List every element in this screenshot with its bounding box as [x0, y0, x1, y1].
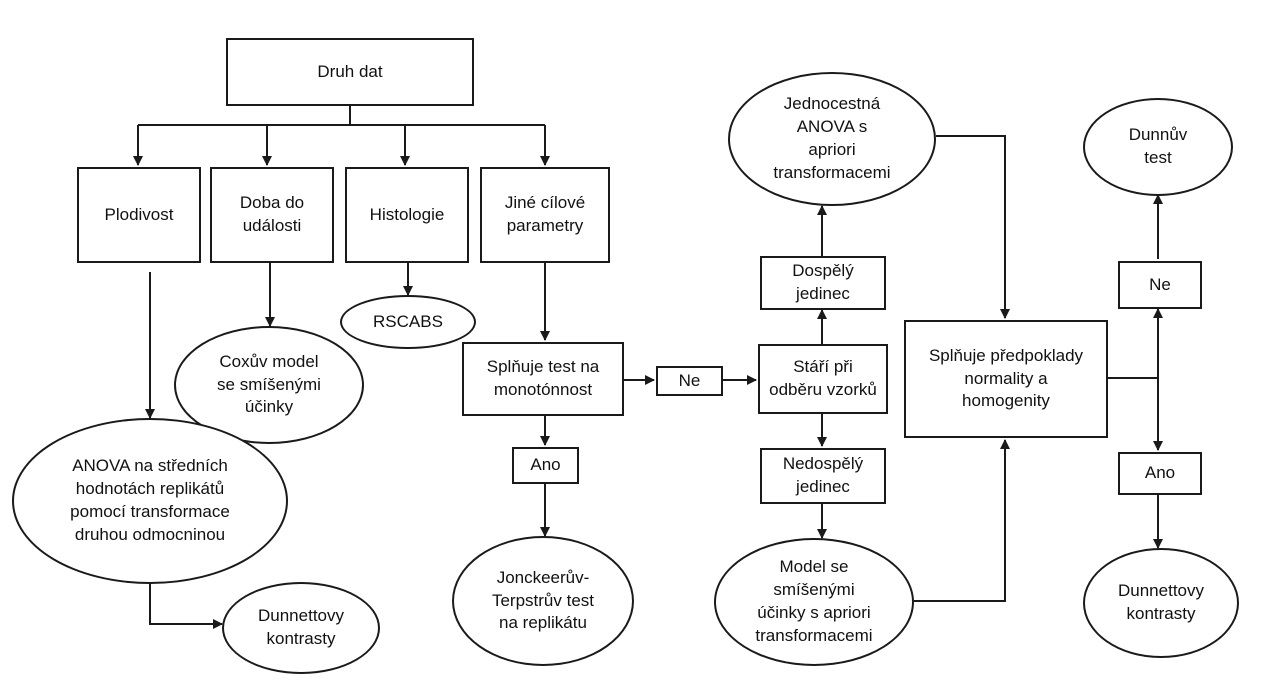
arrow	[149, 583, 223, 629]
rscabs-oval: RSCABS	[340, 295, 476, 349]
jonckeeruv-terpstruv-oval: Jonckeerův- Terpstrův test na replikátu	[452, 536, 634, 666]
arrow	[914, 439, 1010, 602]
doba-do-udalosti-box: Doba do události	[210, 167, 334, 263]
ne-middle-box: Ne	[656, 366, 723, 396]
ano-right-box: Ano	[1118, 452, 1202, 495]
jine-cilove-parametry-box: Jiné cílové parametry	[480, 167, 610, 263]
dunnettovy-kontrasty-left-oval: Dunnettovy kontrasty	[222, 582, 380, 674]
splnuje-test-monotonnost-box: Splňuje test na monotónnost	[462, 342, 624, 416]
plodivost-box: Plodivost	[77, 167, 201, 263]
splnuje-predpoklady-box: Splňuje předpoklady normality a homogeni…	[904, 320, 1108, 438]
stari-pri-odberu-box: Stáří při odběru vzorků	[758, 344, 888, 414]
ne-right-box: Ne	[1118, 261, 1202, 309]
histologie-box: Histologie	[345, 167, 469, 263]
model-smisene-ucinky-oval: Model se smíšenými účinky s apriori tran…	[714, 538, 914, 666]
dunnettovy-kontrasty-right-oval: Dunnettovy kontrasty	[1083, 548, 1239, 658]
dunnuv-test-oval: Dunnův test	[1083, 98, 1233, 196]
dospely-jedinec-box: Dospělý jedinec	[760, 256, 886, 310]
arrow	[936, 135, 1010, 319]
jednocestna-anova-oval: Jednocestná ANOVA s apriori transformace…	[728, 72, 936, 206]
ano-middle-box: Ano	[512, 447, 579, 484]
druh-dat-box: Druh dat	[226, 38, 474, 106]
anova-stredni-hodnoty-oval: ANOVA na středních hodnotách replikátů p…	[12, 418, 288, 584]
nedospely-jedinec-box: Nedospělý jedinec	[760, 448, 886, 504]
